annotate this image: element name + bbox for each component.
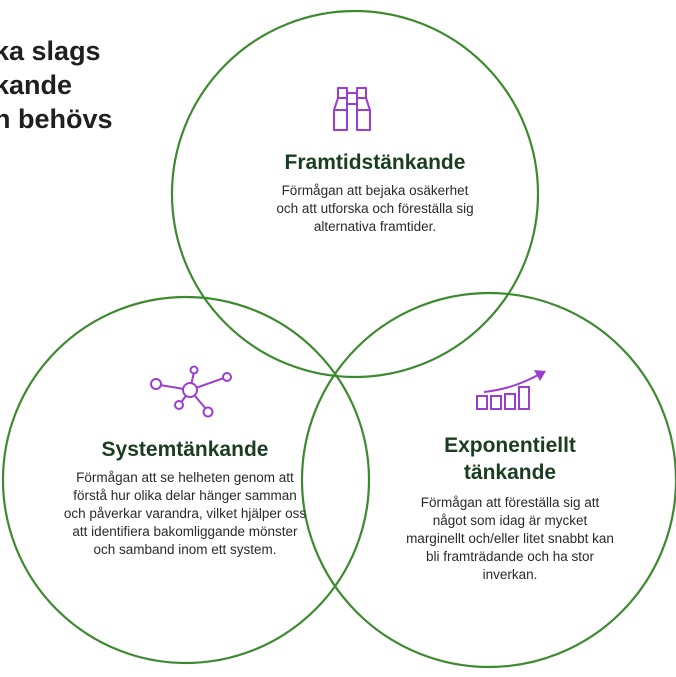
title-framtidstankande: Framtidstänkande — [284, 151, 466, 174]
circle-framtidstankande — [170, 9, 540, 379]
title-exponentiellt-tankande: Exponentiellt tänkande — [405, 432, 615, 486]
title-exponentiellt-line-2: tänkande — [463, 461, 557, 484]
page-heading: ka slags kande n behövs — [0, 34, 113, 136]
title-exponentiellt-line-1: Exponentiellt — [444, 434, 576, 457]
panel-systemtankande: Systemtänkande Förmågan att se helheten … — [50, 437, 320, 559]
network-nodes-icon — [150, 365, 232, 418]
description-systemtankande: Förmågan att se helheten genom att först… — [63, 470, 307, 557]
heading-line-1: ka slags — [0, 36, 101, 66]
circle-systemtankande — [1, 295, 371, 665]
heading-line-3: n behövs — [0, 104, 113, 134]
circle-exponentiellt-tankande — [300, 291, 676, 669]
title-systemtankande: Systemtänkande — [101, 438, 269, 461]
binoculars-icon — [333, 87, 371, 131]
heading-line-2: kande — [0, 70, 73, 100]
description-framtidstankande: Förmågan att bejaka osäkerhet och att ut… — [276, 183, 474, 234]
panel-exponentiellt-tankande: Exponentiellt tänkande Förmågan att före… — [405, 432, 615, 584]
growth-chart-icon — [476, 370, 546, 410]
panel-framtidstankande: Framtidstänkande Förmågan att bejaka osä… — [245, 150, 505, 236]
description-exponentiellt-tankande: Förmågan att föreställa sig att något so… — [406, 495, 614, 582]
